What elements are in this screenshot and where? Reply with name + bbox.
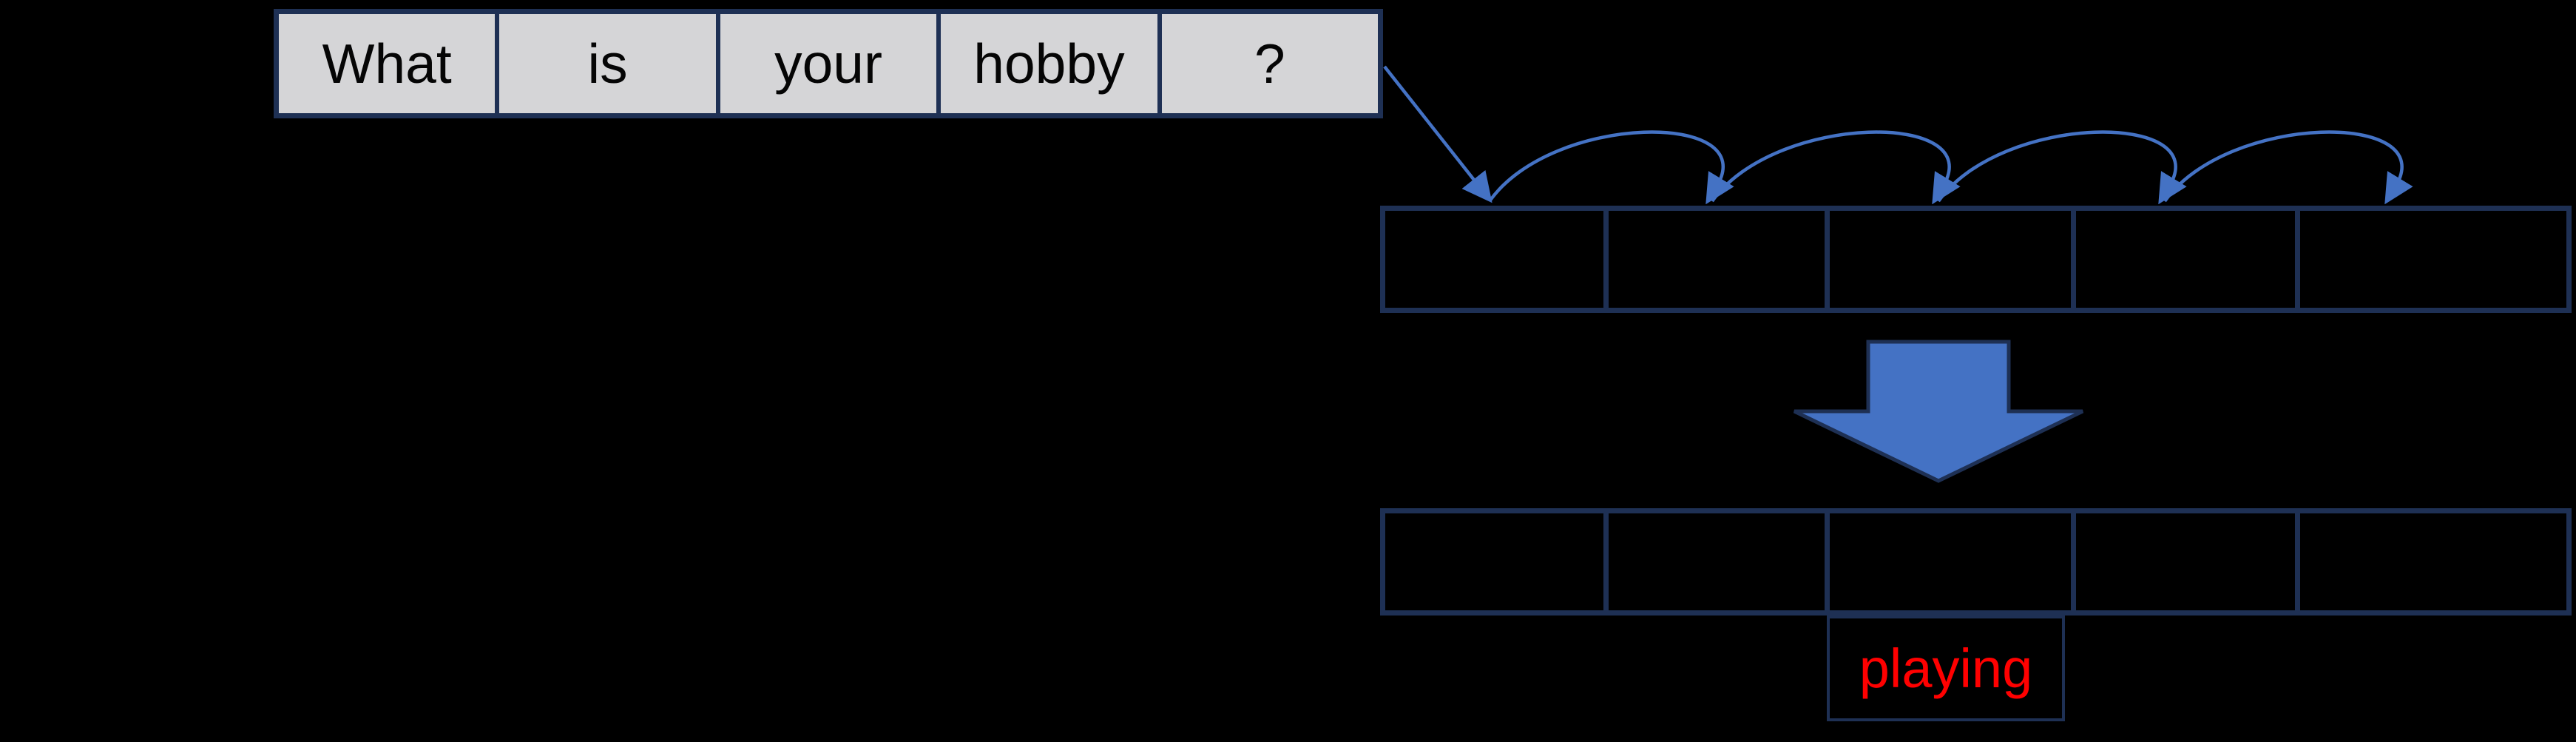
sentence-word: is — [587, 33, 628, 95]
bottom-slot-5 — [2294, 513, 2566, 610]
middle-slot-4 — [2070, 211, 2295, 308]
sentence-word: hobby — [973, 33, 1125, 95]
sentence-cell-what: What — [279, 14, 496, 113]
big-down-arrow-icon — [1793, 340, 2084, 483]
middle-slot-3 — [1825, 211, 2070, 308]
sentence-cell-is: is — [495, 14, 716, 113]
connector-arrow-icon — [1383, 65, 1492, 203]
output-word-cell: playing — [1827, 615, 2065, 721]
bottom-slot-4 — [2070, 513, 2295, 610]
hop-arc-4-icon — [2163, 130, 2413, 205]
bottom-slot-2 — [1603, 513, 1825, 610]
sentence-cell-your: your — [715, 14, 937, 113]
bottom-slot-3 — [1825, 513, 2070, 610]
middle-slot-2 — [1603, 211, 1825, 308]
middle-slot-row — [1380, 206, 2572, 313]
sentence-word: What — [322, 33, 452, 95]
sentence-word: ? — [1254, 33, 1285, 95]
middle-slot-5 — [2294, 211, 2566, 308]
hop-arc-1-icon — [1488, 130, 1734, 205]
sentence-cell-questionmark: ? — [1157, 14, 1379, 113]
middle-slot-1 — [1385, 211, 1603, 308]
hop-arc-2-icon — [1711, 130, 1961, 205]
hop-arc-3-icon — [1937, 130, 2187, 205]
sentence-word: your — [774, 33, 882, 95]
bottom-slot-1 — [1385, 513, 1603, 610]
sentence-cell-hobby: hobby — [936, 14, 1157, 113]
bottom-slot-row — [1380, 508, 2572, 615]
output-word: playing — [1859, 638, 2033, 699]
sentence-table: What is your hobby ? — [274, 9, 1383, 118]
